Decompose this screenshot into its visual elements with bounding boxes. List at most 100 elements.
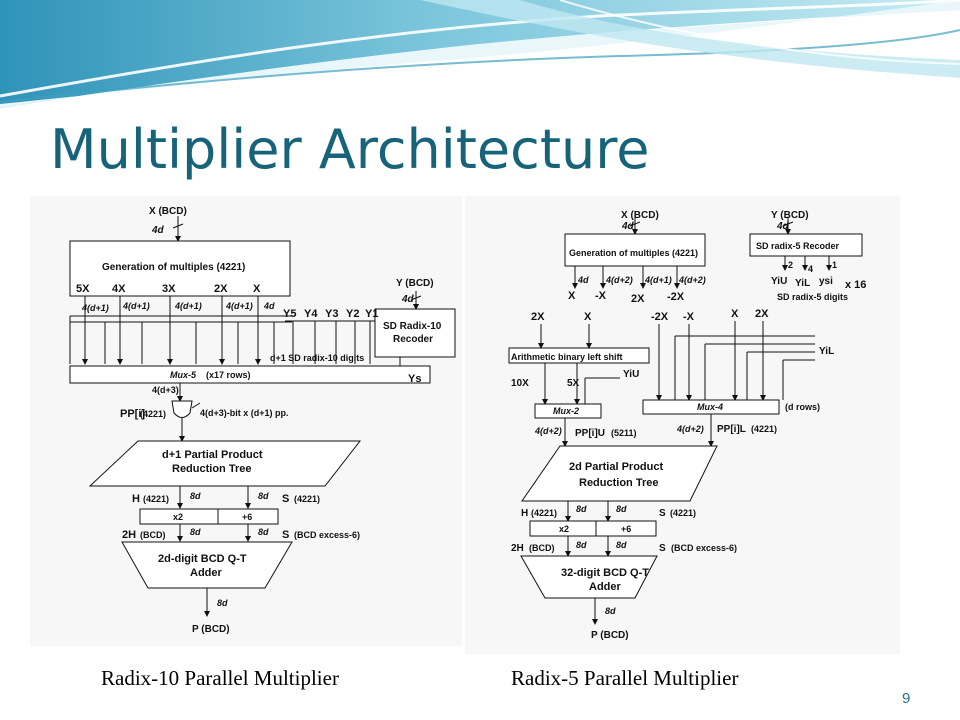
page-title: Multiplier Architecture	[50, 118, 650, 181]
r-gen-out-x: X	[568, 290, 576, 302]
mult-width-4: 4(d+1)	[225, 301, 253, 311]
r-mux4-in-2x: 2X	[755, 308, 769, 320]
multiple-5x: 5X	[76, 283, 90, 295]
r-adder-label-line2: Adder	[589, 581, 622, 593]
r-mux2-label: Mux-2	[553, 406, 579, 416]
header-wave-banner	[0, 0, 960, 108]
r-mux4-in-neg-x: -X	[683, 311, 695, 323]
r-adder-label-line1: 32-digit BCD Q-T	[561, 567, 649, 579]
r-gen-width-2: 4(d+2)	[605, 275, 633, 285]
r-recoder-num-2: 4	[808, 264, 813, 274]
tree-label-line2: Reduction Tree	[172, 463, 251, 475]
r-yiu-side: YiU	[623, 369, 639, 380]
adder-label-line1: 2d-digit BCD Q-T	[158, 553, 247, 565]
mult-width-2: 4(d+1)	[122, 301, 150, 311]
ys-label: Ys	[408, 373, 421, 385]
r-x-width-label: 4d	[621, 221, 635, 232]
r-mux4-in-neg-2x: -2X	[651, 311, 669, 323]
r-recoder-label: SD radix-5 Recoder	[756, 241, 840, 251]
r-digit-note: SD radix-5 digits	[777, 292, 848, 302]
s-code: (4221)	[294, 494, 320, 504]
r-generation-box-label: Generation of multiples (4221)	[569, 248, 698, 258]
r-s-width: 8d	[616, 504, 627, 514]
radix10-diagram: X (BCD) 4d Generation of multiples (4221…	[69, 206, 456, 635]
mult-width-1: 4(d+1)	[81, 303, 109, 313]
mux-rows-label: (x17 rows)	[206, 370, 251, 380]
pp-label: PP[i]	[120, 408, 145, 420]
multiple-4x: 4X	[112, 283, 126, 295]
generation-box-label: Generation of multiples (4221)	[102, 262, 245, 273]
r-s-label: S	[659, 508, 666, 519]
h-code: (4221)	[143, 494, 169, 504]
r-ppl-code: (4221)	[751, 424, 777, 434]
s2-label: S	[282, 529, 289, 541]
r-plus6-box-label: +6	[621, 524, 631, 534]
r-5x-label: 5X	[567, 378, 580, 389]
x2-box-label: x2	[173, 512, 183, 522]
r-drows-label: (d rows)	[785, 402, 820, 412]
multiple-x: X	[253, 283, 261, 295]
radix5-caption: Radix-5 Parallel Multiplier	[511, 666, 739, 690]
radix5-diagram-panel: X (BCD) 4d Generation of multiples (4221…	[465, 196, 900, 654]
r-tree-label-line2: Reduction Tree	[579, 477, 658, 489]
radix5-diagram: X (BCD) 4d Generation of multiples (4221…	[508, 210, 866, 641]
p-width: 8d	[217, 598, 228, 608]
pp-code: (4221)	[140, 409, 166, 419]
y-digit-5: Y5	[283, 308, 296, 320]
r-s2-label: S	[659, 543, 666, 554]
r-h-label: H	[521, 508, 528, 519]
y-digit-3: Y3	[325, 308, 338, 320]
r-yil-side: YiL	[819, 346, 834, 357]
r-times16-label: x 16	[845, 279, 866, 291]
mult-width-5: 4d	[263, 301, 275, 311]
h2-width: 8d	[190, 527, 201, 537]
radix10-caption: Radix-10 Parallel Multiplier	[101, 666, 339, 690]
tree-label-line1: d+1 Partial Product	[162, 449, 263, 461]
r-shift-in-x: X	[584, 311, 592, 323]
h2-label: 2H	[122, 529, 136, 541]
r-x2-box-label: x2	[559, 524, 569, 534]
s2-code: (BCD excess-6)	[294, 530, 360, 540]
h-label: H	[132, 493, 140, 505]
mux-output-width: 4(d+3)	[152, 385, 179, 395]
s2-width: 8d	[258, 527, 269, 537]
r-recoder-num-3: 1	[832, 260, 837, 270]
r-ppu-label: PP[i]U	[575, 428, 605, 439]
r-shift-box-label: Arithmetic binary left shift	[511, 352, 623, 362]
r-gen-width-4: 4(d+2)	[678, 275, 706, 285]
h2-code: (BCD)	[140, 530, 166, 540]
r-gen-width-3: 4(d+1)	[644, 275, 672, 285]
r-h2-code: (BCD)	[529, 543, 555, 553]
plus6-box-label: +6	[242, 512, 252, 522]
multiple-2x: 2X	[214, 283, 228, 295]
multiple-3x: 3X	[162, 283, 176, 295]
r-mux2-width: 4(d+2)	[534, 426, 562, 436]
p-output-label: P (BCD)	[192, 624, 230, 635]
y-digit-2: Y2	[346, 308, 359, 320]
r-ysi-label: ysi	[819, 276, 833, 287]
mux-label: Mux-5	[170, 370, 197, 380]
r-shift-in-2x: 2X	[531, 311, 545, 323]
r-ppl-label: PP[i]L	[717, 424, 746, 435]
pp-note: 4(d+3)-bit x (d+1) pp.	[200, 408, 289, 418]
s-label: S	[282, 493, 289, 505]
x-input-label: X (BCD)	[149, 206, 187, 217]
r-h-width: 8d	[576, 504, 587, 514]
r-s2-width: 8d	[616, 540, 627, 550]
r-mux4-in-x: X	[731, 308, 739, 320]
digit-count-note: d+1 SD radix-10 digits	[270, 353, 364, 363]
r-x-input-label: X (BCD)	[621, 210, 659, 221]
r-gen-out-neg-2x: -2X	[667, 291, 685, 303]
r-p-output-label: P (BCD)	[591, 630, 629, 641]
r-h-code: (4221)	[531, 508, 557, 518]
r-gen-out-2x: 2X	[631, 293, 645, 305]
y-width-label: 4d	[401, 294, 415, 305]
r-gen-width-1: 4d	[577, 275, 589, 285]
y-input-label: Y (BCD)	[396, 278, 434, 289]
r-y-width-label: 4d	[776, 221, 790, 232]
r-ppu-code: (5211)	[611, 428, 637, 438]
recoder-label-line1: SD Radix-10	[383, 321, 442, 332]
r-h2-label: 2H	[511, 543, 524, 554]
y-digit-4: Y4	[304, 308, 318, 320]
r-recoder-num-1: 2	[788, 260, 793, 270]
